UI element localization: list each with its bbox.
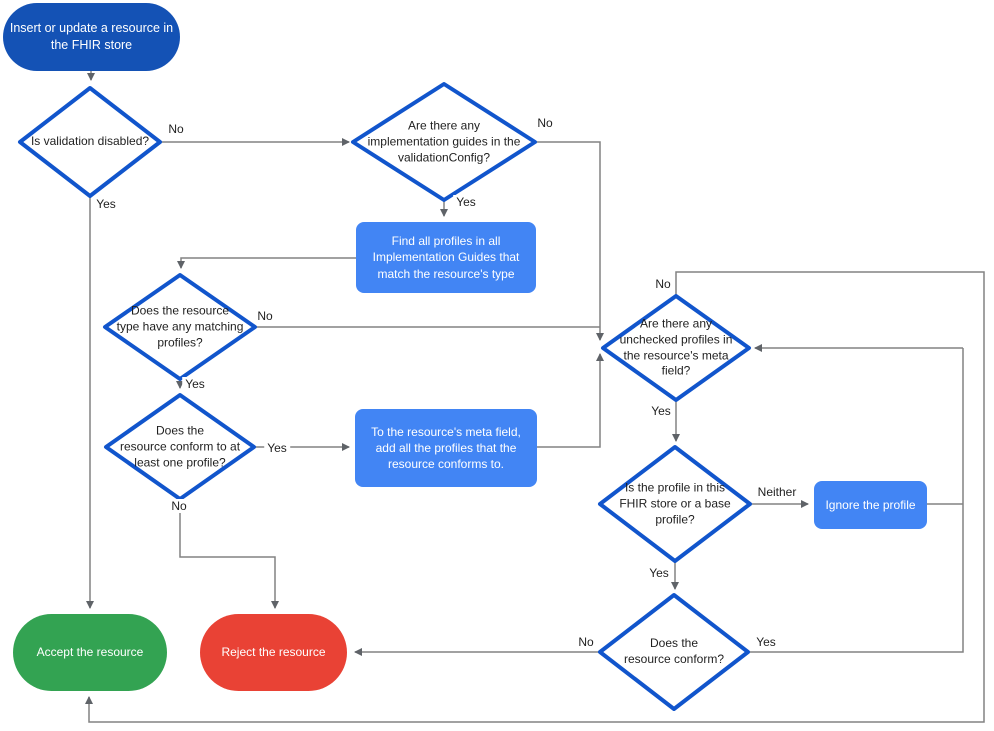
decision-profile-in-store-shape [598,445,752,563]
edge-p2-to-d5 [537,353,604,448]
decision-label: Does the resource [130,303,230,318]
decision-label: implementation guides in the [367,134,521,149]
accept-resource-node: Accept the resource [13,614,167,691]
decision-label: FHIR store or a base [619,496,731,511]
decision-label: the resource's meta [623,348,729,362]
decision-label: validationConfig? [397,149,491,164]
process-find-profiles-label: Implementation Guides that [372,250,520,265]
decision-label: Does the [155,423,205,438]
edge-d2-no-to-d5 [535,141,604,341]
decision-label: resource conform? [623,652,725,666]
edge-d5-no-loop-to-accept [85,271,985,723]
decision-label: Is the profile in this [624,480,726,495]
decision-unchecked-profiles-shape [601,294,751,402]
edge-label-yes: Yes [648,404,674,418]
start-node-label: the FHIR store [50,38,133,52]
decision-conform-one-profile: Does the resource conform to at least on… [120,423,240,470]
process-add-profiles-label: resource conforms to. [387,457,505,472]
start-node: Insert or update a resource in the FHIR … [3,3,180,71]
edge-p1-to-d3 [177,257,356,269]
edge-label-yes: Yes [646,566,672,580]
edge-label-neither: Neither [754,485,800,499]
edge-label-yes: Yes [93,197,119,211]
edge-d7-yes-loop [748,348,964,653]
edge-label-no: No [165,122,187,136]
decision-profile-in-store: Is the profile in this FHIR store or a b… [619,480,730,527]
decision-label: type have any matching [116,319,244,334]
decision-matching-profiles-shape [103,273,257,381]
decision-label: Are there any [639,316,713,331]
decision-label: Does the [649,636,699,651]
reject-resource-node: Reject the resource [200,614,347,691]
process-find-profiles-label: match the resource's type [377,266,515,281]
decision-resource-conform: Does the resource conform? [624,636,724,668]
edge-label-yes: Yes [182,377,208,391]
decision-implementation-guides-shape [351,82,537,202]
process-ignore-profile: Ignore the profile [814,481,927,529]
decision-label: field? [661,363,691,378]
start-node-label: Insert or update a resource in [9,21,174,36]
edge-label-no: No [254,309,276,323]
edge-label-no: No [534,116,556,130]
process-find-profiles-label: Find all profiles in all [391,234,501,249]
process-add-profiles-label: To the resource's meta field, [371,424,521,439]
decision-label: Are there any [407,118,481,133]
edge-label-yes: Yes [264,441,290,455]
accept-resource-label: Accept the resource [36,645,144,660]
decision-validation-disabled-shape [18,86,162,198]
decision-resource-conform-shape [598,593,750,711]
edge-label-yes: Yes [753,635,779,649]
edge-label-no: No [575,635,597,649]
edge-d4-no-to-reject [179,499,279,609]
decision-label: Is validation disabled? [30,134,150,149]
decision-implementation-guides: Are there any implementation guides in t… [368,118,521,165]
decision-label: least one profile? [134,454,226,469]
decision-unchecked-profiles: Are there any unchecked profiles in the … [620,316,733,379]
process-find-profiles: Find all profiles in all Implementation … [356,222,536,293]
edge-label-yes: Yes [453,195,479,209]
edge-label-no: No [652,277,674,291]
process-add-profiles-label: add all the profiles that the [375,440,517,455]
decision-label: unchecked profiles in [619,332,733,347]
edge-label-no: No [168,499,190,513]
decision-label: resource conform to at [119,439,241,454]
reject-resource-label: Reject the resource [221,645,326,660]
decision-matching-profiles: Does the resource type have any matching… [117,303,244,350]
decision-label: profiles? [157,334,203,349]
decision-label: profile? [655,511,695,526]
process-ignore-profile-label: Ignore the profile [825,497,916,512]
decision-validation-disabled: Is validation disabled? [31,134,149,150]
process-add-profiles-to-meta: To the resource's meta field, add all th… [355,409,537,487]
